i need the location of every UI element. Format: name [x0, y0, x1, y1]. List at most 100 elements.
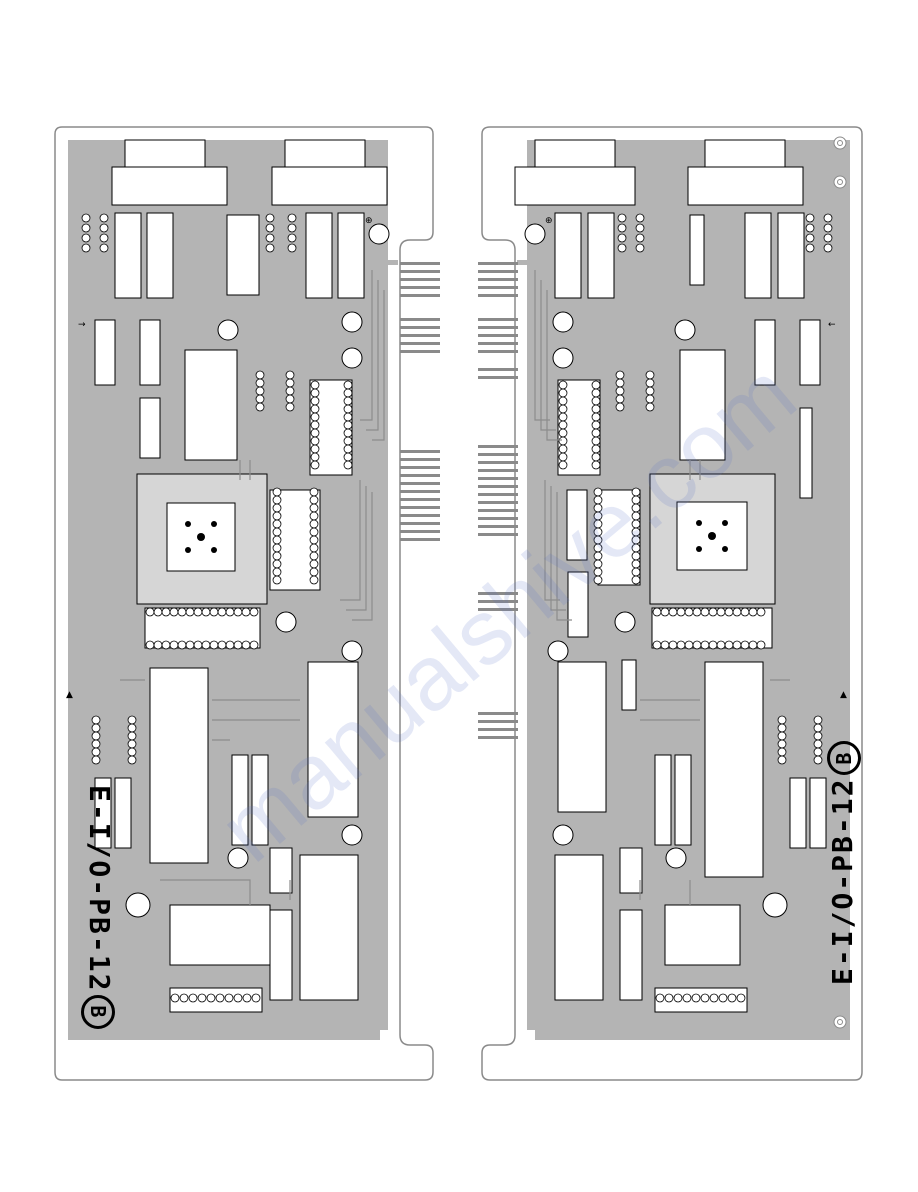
- pad: [594, 504, 602, 512]
- pad: [310, 576, 318, 584]
- edge-finger: [478, 294, 518, 297]
- pad: [273, 560, 281, 568]
- pad: [311, 389, 319, 397]
- pad: [216, 994, 224, 1002]
- pad: [806, 214, 814, 222]
- pad: [92, 716, 100, 724]
- pad: [592, 429, 600, 437]
- pad: [273, 504, 281, 512]
- edge-finger: [400, 490, 440, 493]
- edge-finger: [478, 368, 518, 371]
- pad: [636, 244, 644, 252]
- pad: [757, 608, 765, 616]
- right-board-label-text: E-I/O-PB-12: [826, 778, 859, 985]
- pad: [256, 403, 264, 411]
- pad: [592, 453, 600, 461]
- left-board-label: E-I/O-PB-12B: [81, 785, 116, 1029]
- edge-finger: [478, 517, 518, 520]
- pad: [226, 608, 234, 616]
- pad: [202, 608, 210, 616]
- pad: [592, 397, 600, 405]
- pad: [559, 445, 567, 453]
- pad: [310, 488, 318, 496]
- pad: [592, 437, 600, 445]
- left-board-revision: B: [81, 995, 115, 1029]
- pad: [592, 445, 600, 453]
- pad: [592, 421, 600, 429]
- pad: [311, 429, 319, 437]
- pad: [311, 381, 319, 389]
- edge-finger: [478, 461, 518, 464]
- pad: [618, 234, 626, 242]
- pad: [266, 244, 274, 252]
- edge-finger: [400, 270, 440, 273]
- pad: [559, 405, 567, 413]
- pad: [234, 994, 242, 1002]
- pad: [559, 421, 567, 429]
- pad: [632, 536, 640, 544]
- pad: [310, 560, 318, 568]
- pad: [741, 608, 749, 616]
- pad: [311, 421, 319, 429]
- pad: [310, 496, 318, 504]
- edge-finger: [478, 342, 518, 345]
- edge-finger: [400, 482, 440, 485]
- pad: [256, 379, 264, 387]
- reference-mark: ▲: [840, 690, 847, 700]
- pad: [128, 748, 136, 756]
- pad: [250, 641, 258, 649]
- edge-finger: [478, 350, 518, 353]
- pad: [218, 608, 226, 616]
- pad: [814, 716, 822, 724]
- pad: [674, 994, 682, 1002]
- pad: [594, 512, 602, 520]
- pad: [344, 437, 352, 445]
- pad: [616, 379, 624, 387]
- edge-finger: [478, 493, 518, 496]
- pad: [653, 641, 661, 649]
- pad: [778, 756, 786, 764]
- pad: [632, 568, 640, 576]
- pad: [725, 608, 733, 616]
- pad: [273, 568, 281, 576]
- pad: [594, 544, 602, 552]
- pad: [749, 608, 757, 616]
- pad: [92, 740, 100, 748]
- pad: [100, 224, 108, 232]
- pad: [701, 608, 709, 616]
- edge-finger: [478, 453, 518, 456]
- pad: [778, 716, 786, 724]
- pad: [632, 520, 640, 528]
- pad: [559, 381, 567, 389]
- pad: [146, 608, 154, 616]
- right-board: [478, 127, 862, 1080]
- pad: [677, 641, 685, 649]
- pad: [92, 724, 100, 732]
- pad: [559, 453, 567, 461]
- pad: [778, 740, 786, 748]
- pad: [128, 740, 136, 748]
- pad: [92, 748, 100, 756]
- pad: [632, 576, 640, 584]
- edge-finger: [478, 318, 518, 321]
- pad: [266, 224, 274, 232]
- pad: [82, 224, 90, 232]
- pad: [814, 732, 822, 740]
- edge-finger: [478, 485, 518, 488]
- pad: [311, 397, 319, 405]
- pad: [311, 413, 319, 421]
- pad: [273, 528, 281, 536]
- pad: [632, 544, 640, 552]
- pad: [194, 608, 202, 616]
- pad: [198, 994, 206, 1002]
- pad: [100, 234, 108, 242]
- pad: [310, 504, 318, 512]
- pad: [806, 234, 814, 242]
- edge-finger: [478, 326, 518, 329]
- pad: [310, 528, 318, 536]
- pad: [226, 641, 234, 649]
- pad: [128, 756, 136, 764]
- pad: [162, 641, 170, 649]
- pad: [685, 641, 693, 649]
